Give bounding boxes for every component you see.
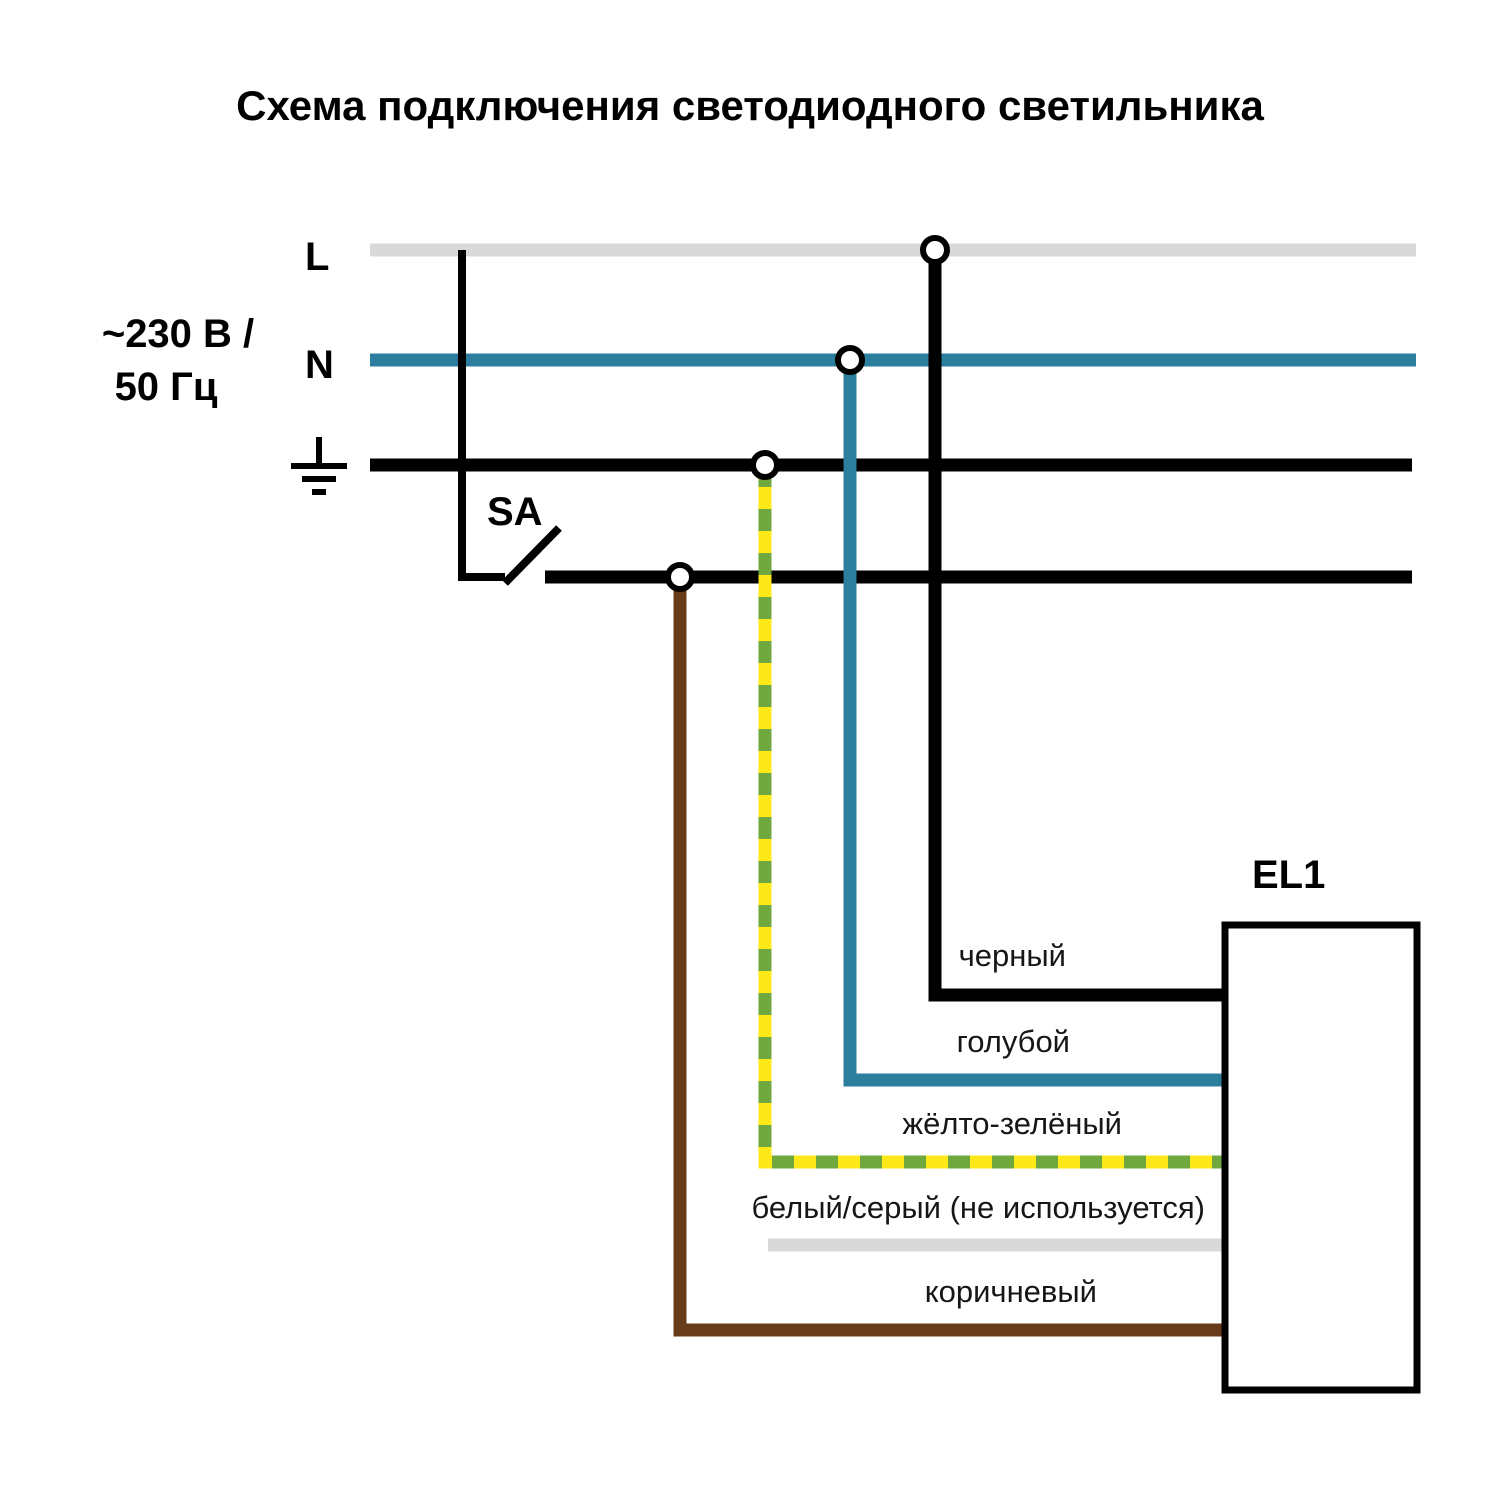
wire-label-black: черный — [959, 938, 1066, 973]
junction-dot-neutral — [835, 345, 865, 375]
voltage-label-line1: ~230 В / — [102, 312, 254, 356]
wire-yellow-green-dashes — [758, 465, 1232, 1169]
junction-dot-line — [920, 235, 950, 265]
wire-label-blue: голубой — [957, 1024, 1070, 1059]
luminaire-label: EL1 — [1252, 853, 1325, 897]
wire-black — [928, 250, 1232, 1002]
luminaire-box — [1221, 921, 1421, 1394]
wire-brown — [673, 577, 1232, 1337]
junction-dot-switched — [665, 562, 695, 592]
wire-label-brown: коричневый — [925, 1274, 1097, 1309]
diagram-title: Схема подключения светодиодного светильн… — [236, 82, 1264, 129]
switch-feed-wire — [458, 250, 505, 581]
ground-icon — [291, 437, 347, 495]
junction-dot-ground — [750, 450, 780, 480]
wire-label-white-gray: белый/серый (не используется) — [752, 1190, 1206, 1225]
wire-label-yellow-green: жёлто-зелёный — [902, 1106, 1122, 1141]
neutral-label: N — [305, 343, 334, 387]
wire-blue — [843, 360, 1232, 1087]
line-label: L — [305, 235, 329, 279]
voltage-label-line2: 50 Гц — [115, 365, 218, 409]
switch-blade — [502, 525, 562, 586]
switch-label: SA — [487, 490, 543, 534]
